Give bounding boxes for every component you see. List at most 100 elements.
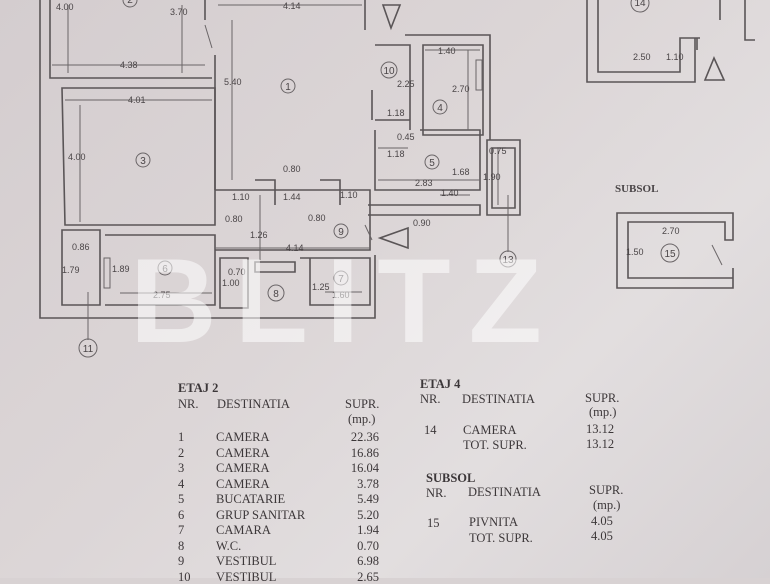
svg-text:5: 5 (429, 158, 435, 169)
etaj4-header-unit: (mp.) (589, 405, 617, 419)
room-4-marker: 4 (432, 99, 448, 115)
svg-text:14: 14 (634, 0, 646, 9)
etaj2-row-nr: 3 (178, 461, 185, 475)
subsol-total-label: TOT. SUPR. (469, 531, 533, 545)
svg-text:1: 1 (285, 82, 291, 93)
etaj2-row-nr: 2 (178, 445, 185, 460)
svg-text:1.25: 1.25 (312, 282, 330, 292)
etaj4-header-nr: NR. (420, 392, 441, 406)
svg-text:4.00: 4.00 (68, 152, 86, 162)
etaj2-row-dest: CAMERA (216, 461, 270, 475)
svg-text:1.44: 1.44 (283, 192, 301, 202)
svg-text:0.70: 0.70 (228, 267, 246, 277)
watermark-logo: BLITZ (130, 234, 560, 368)
room-2-marker: 2 (122, 0, 138, 8)
etaj4-total-label: TOT. SUPR. (463, 438, 527, 452)
etaj4-total: 13.12 (586, 437, 615, 451)
etaj2-row-nr: 6 (178, 507, 185, 522)
room-5-marker: 5 (424, 154, 440, 170)
subsol-row-nr: 15 (427, 516, 440, 530)
etaj2-row-dest: BUCATARIE (216, 492, 286, 506)
svg-text:2.70: 2.70 (662, 226, 680, 236)
svg-text:1.40: 1.40 (438, 46, 456, 56)
etaj2-row-dest: VESTIBUL (216, 569, 277, 584)
svg-text:1.90: 1.90 (483, 172, 501, 182)
subsol-header-supr: SUPR. (589, 483, 624, 497)
etaj2-row-dest: W.C. (216, 538, 242, 553)
etaj2-row-supr: 6.98 (357, 554, 379, 568)
subsol-row-supr: 4.05 (591, 514, 613, 528)
svg-text:1.40: 1.40 (441, 188, 459, 198)
svg-text:2: 2 (127, 0, 133, 6)
svg-text:0.45: 0.45 (397, 132, 415, 142)
subsol-header-unit: (mp.) (593, 498, 621, 512)
svg-text:1.10: 1.10 (232, 192, 250, 202)
etaj2-row-supr: 0.70 (357, 538, 379, 553)
svg-text:1.10: 1.10 (340, 190, 358, 200)
etaj2-row-supr: 5.49 (357, 492, 379, 506)
etaj4-title: ETAJ 4 (420, 377, 461, 391)
svg-text:3: 3 (140, 156, 146, 167)
subsol-plan-label: SUBSOL (615, 183, 658, 195)
svg-text:6: 6 (162, 264, 168, 275)
svg-text:1.68: 1.68 (452, 167, 470, 177)
etaj4-row-dest: CAMERA (463, 423, 517, 437)
etaj4-header-dest: DESTINATIA (462, 392, 535, 406)
svg-text:2.83: 2.83 (415, 178, 433, 188)
svg-text:0.80: 0.80 (308, 213, 326, 223)
subsol-title: SUBSOL (426, 471, 476, 485)
room-8-marker: 8 (267, 284, 285, 302)
walls (39, 0, 755, 340)
svg-text:4.38: 4.38 (120, 60, 138, 70)
etaj2-row-nr: 4 (178, 476, 185, 491)
svg-text:0.90: 0.90 (413, 218, 431, 228)
svg-text:4.14: 4.14 (283, 1, 301, 11)
svg-text:1.79: 1.79 (62, 265, 80, 275)
etaj2-row-nr: 1 (178, 430, 185, 444)
svg-text:1.18: 1.18 (387, 108, 405, 118)
etaj2-row-dest: CAMERA (216, 476, 270, 491)
svg-text:9: 9 (338, 227, 344, 238)
room-9-marker: 9 (333, 223, 349, 239)
svg-text:4: 4 (437, 103, 443, 114)
etaj2-row-nr: 10 (178, 569, 191, 584)
etaj2-header-dest: DESTINATIA (217, 397, 290, 411)
etaj2-row-dest: CAMARA (216, 523, 271, 537)
svg-text:1.10: 1.10 (666, 52, 684, 62)
room-15-marker: 15 (660, 243, 680, 263)
etaj2-row-nr: 5 (178, 492, 185, 506)
etaj2-row-supr: 1.94 (357, 523, 379, 537)
svg-text:8: 8 (273, 289, 279, 300)
svg-text:11: 11 (83, 344, 94, 355)
svg-text:2.75: 2.75 (153, 290, 171, 300)
etaj2-row-nr: 8 (178, 538, 185, 553)
svg-text:2.70: 2.70 (452, 84, 470, 94)
etaj4-header-supr: SUPR. (585, 391, 620, 405)
etaj2-header-unit: (mp.) (348, 412, 376, 426)
svg-text:15: 15 (664, 249, 676, 260)
room-1-marker: 1 (280, 78, 296, 94)
subsol-total: 4.05 (591, 529, 613, 543)
etaj2-row-supr: 5.20 (357, 507, 379, 522)
subsol-header-nr: NR. (426, 486, 447, 500)
svg-text:0.75: 0.75 (489, 146, 507, 156)
subsol-row-dest: PIVNITA (469, 515, 518, 529)
etaj2-row-supr: 3.78 (357, 476, 379, 491)
svg-text:13: 13 (502, 255, 514, 266)
svg-text:4.01: 4.01 (128, 95, 146, 105)
room-6-marker: 6 (157, 260, 173, 276)
etaj2-row-dest: VESTIBUL (216, 554, 277, 568)
etaj4-row-nr: 14 (424, 423, 437, 437)
svg-text:1.89: 1.89 (112, 264, 130, 274)
room-14-marker: 14 (630, 0, 650, 13)
svg-text:4.00: 4.00 (56, 2, 74, 12)
svg-text:0.86: 0.86 (72, 242, 90, 252)
etaj4-row-supr: 13.12 (586, 422, 615, 436)
etaj2-row-dest: GRUP SANITAR (216, 507, 306, 522)
svg-text:1.50: 1.50 (626, 247, 644, 257)
svg-text:5.40: 5.40 (224, 77, 242, 87)
room-10-marker: 10 (380, 61, 398, 79)
etaj2-row-nr: 7 (178, 523, 185, 537)
etaj2-row-nr: 9 (178, 554, 185, 568)
svg-text:4.14: 4.14 (286, 243, 304, 253)
